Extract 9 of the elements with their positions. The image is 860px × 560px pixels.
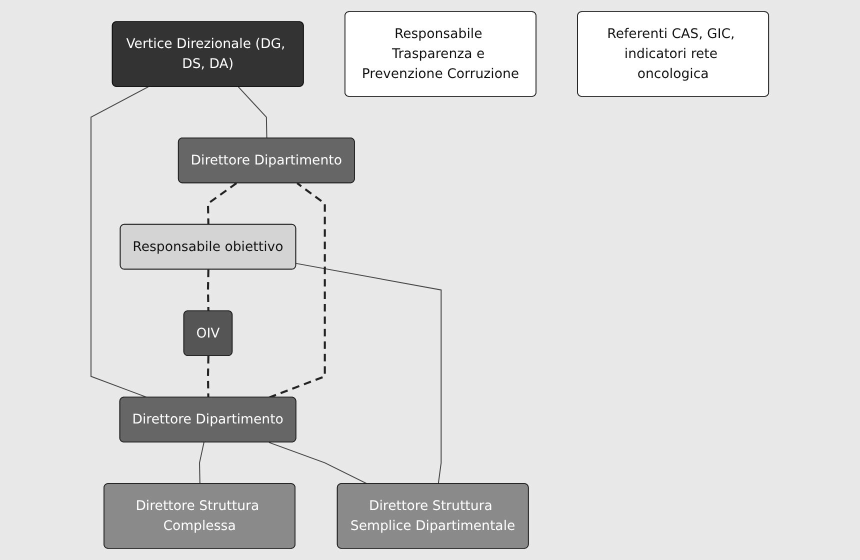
connector — [238, 86, 268, 139]
connector — [199, 442, 205, 484]
connector — [207, 356, 210, 398]
connector — [207, 182, 238, 225]
connector — [207, 270, 210, 312]
connector — [268, 182, 326, 399]
connector — [296, 262, 442, 484]
connector — [268, 442, 368, 484]
connector — [90, 86, 149, 398]
